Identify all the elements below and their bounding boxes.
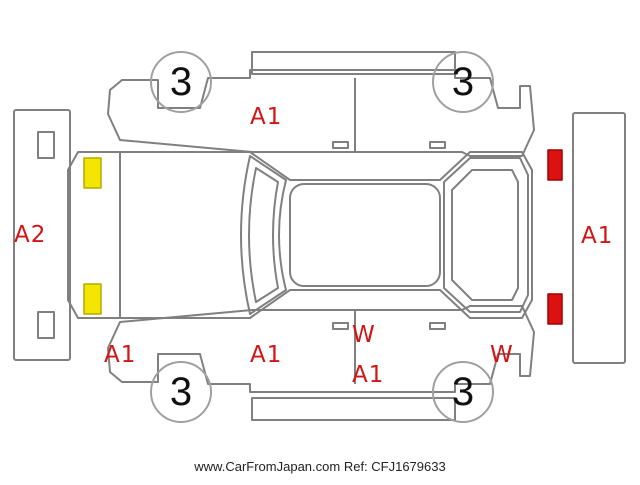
- damage-label-right-front-fender: A1: [250, 342, 283, 368]
- front-bumper: [13, 109, 71, 361]
- tire-circle-bottom-left: [150, 361, 212, 423]
- taillight-left: [547, 149, 563, 181]
- damage-label-front-right-corner: A1: [104, 342, 137, 368]
- rear-window-inner: [451, 169, 519, 301]
- damage-label-rear-bumper: A1: [581, 223, 614, 249]
- damage-label-right-door-w: W: [352, 322, 376, 348]
- rear-bumper: [572, 112, 626, 364]
- damage-label-right-rear-door-w: W: [490, 342, 514, 368]
- left-side-panel: [107, 69, 535, 157]
- rear-window: [443, 157, 529, 313]
- roof: [289, 183, 441, 287]
- tire-grade-bottom-right: 3: [451, 370, 475, 414]
- car-body: [67, 151, 533, 319]
- reference-footer: www.CarFromJapan.com Ref: CFJ1679633: [194, 459, 446, 474]
- left-front-door-handle: [332, 141, 349, 149]
- windshield-inner: [248, 167, 279, 303]
- front-bumper-foglamp-top: [37, 131, 55, 159]
- tire-grade-bottom-left: 3: [169, 370, 193, 414]
- tire-grade-top-right: 3: [451, 60, 475, 104]
- front-bumper-foglamp-bottom: [37, 311, 55, 339]
- tire-grade-top-left: 3: [169, 60, 193, 104]
- tire-circle-top-right: [432, 51, 494, 113]
- right-step: [251, 397, 456, 421]
- windshield: [240, 155, 287, 315]
- headlight-right: [83, 283, 102, 315]
- damage-label-right-door-a1: A1: [352, 362, 385, 388]
- right-rear-door-handle: [429, 322, 446, 330]
- tire-circle-bottom-right: [432, 361, 494, 423]
- damage-label-front-left-fender: A1: [250, 104, 283, 130]
- right-side-panel: [107, 305, 535, 393]
- tire-circle-top-left: [150, 51, 212, 113]
- right-front-door-handle: [332, 322, 349, 330]
- headlight-left: [83, 157, 102, 189]
- left-rear-door-handle: [429, 141, 446, 149]
- taillight-right: [547, 293, 563, 325]
- left-step: [251, 51, 456, 75]
- damage-label-front-bumper: A2: [14, 222, 47, 248]
